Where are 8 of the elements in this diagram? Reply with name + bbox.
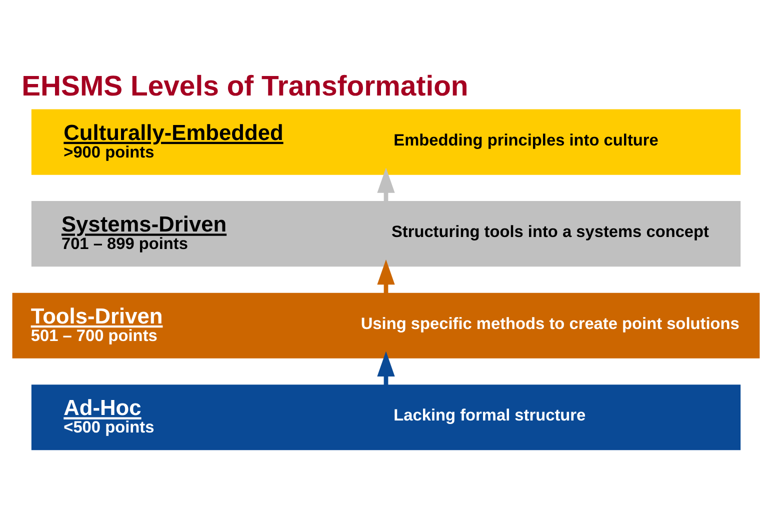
arrow <box>377 258 395 293</box>
diagram-title: EHSMS Levels of Transformation <box>22 70 468 102</box>
node-box: Systems-Driven 701 – 899 points Structuring tools into a systems concept <box>31 200 741 266</box>
node-box: Culturally-Embedded >900 points Embedding principles into culture <box>31 108 741 174</box>
arrow <box>377 350 395 384</box>
arrow <box>377 167 395 201</box>
node-box: Ad-Hoc <500 points Lacking formal structure <box>31 384 741 450</box>
node-box: Tools-Driven 501 – 700 points Using specific methods to create point solutions <box>12 292 760 358</box>
